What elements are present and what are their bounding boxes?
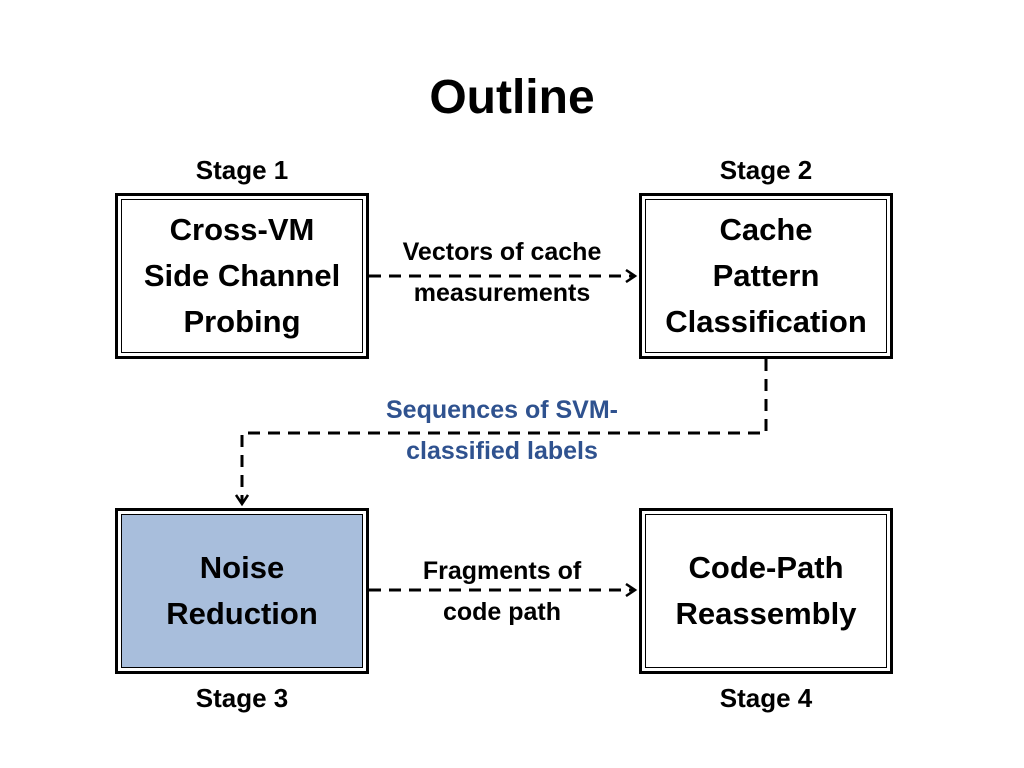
stage-3-box: Noise Reduction [115,508,369,674]
stage-3-line-2: Reduction [166,596,318,631]
edge-label-stage3-stage4: Fragments of code path [370,551,634,633]
stage-4-box-text: Code-Path Reassembly [645,514,887,668]
stage-1-line-3: Probing [183,304,301,339]
stage-2-label: Stage 2 [719,155,813,185]
edge-label-stage1-stage2: Vectors of cache measurements [370,232,634,314]
edge-3-line-2: code path [442,598,562,626]
stage-4-line-1: Code-Path [688,550,844,585]
edge-2-line-2: classified labels [406,437,598,465]
stage-1-line-2: Side Channel [143,258,341,293]
stage-3-label: Stage 3 [195,683,289,713]
stage-3-line-1: Noise [199,550,285,585]
stage-4-label: Stage 4 [719,683,813,713]
stage-2-line-3: Classification [665,304,867,339]
stage-4-line-2: Reassembly [675,596,857,631]
edge-1-line-2: measurements [413,279,591,307]
edge-2-line-1: Sequences of SVM- [386,396,618,424]
edge-label-stage2-stage3: Sequences of SVM- classified labels [340,390,664,472]
page-title: Outline [429,71,595,124]
stage-3-box-text: Noise Reduction [121,514,363,668]
stage-1-line-1: Cross-VM [169,212,315,247]
stage-2-line-2: Pattern [712,258,820,293]
stage-1-label: Stage 1 [195,155,289,185]
stage-2-box: Cache Pattern Classification [639,193,893,359]
edge-3-line-1: Fragments of [422,557,582,585]
edge-1-line-1: Vectors of cache [402,238,602,266]
stage-4-box: Code-Path Reassembly [639,508,893,674]
stage-2-box-text: Cache Pattern Classification [645,199,887,353]
stage-1-box: Cross-VM Side Channel Probing [115,193,369,359]
stage-1-box-text: Cross-VM Side Channel Probing [121,199,363,353]
stage-2-line-1: Cache [719,212,813,247]
